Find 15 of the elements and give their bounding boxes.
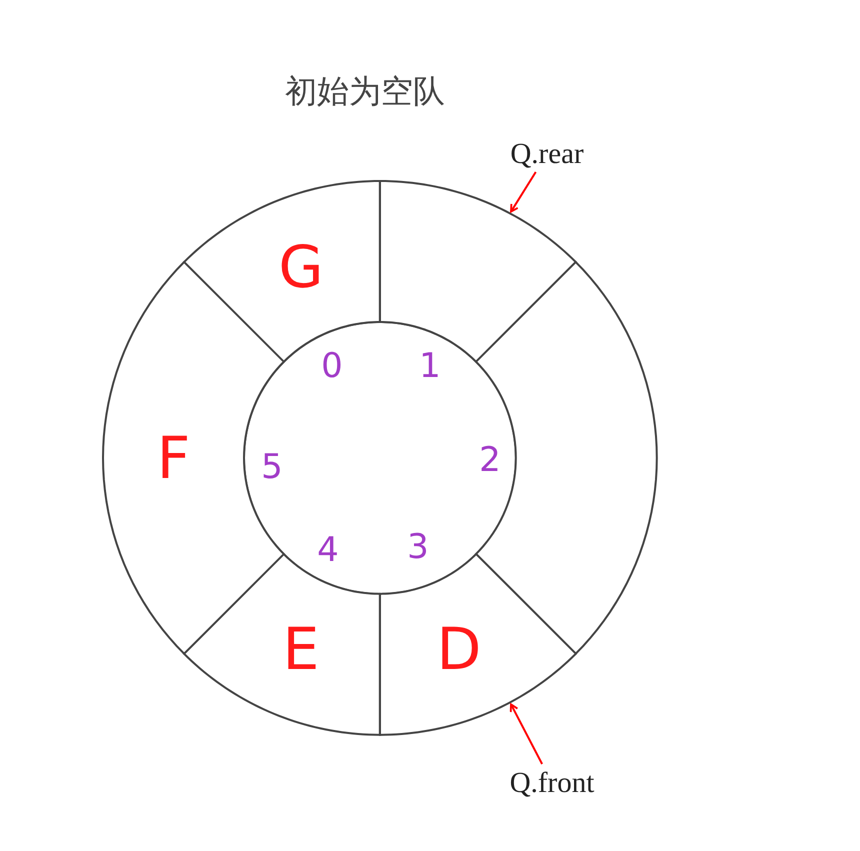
pointer-arrow	[510, 171, 537, 213]
slot-index: 2	[479, 443, 501, 477]
slot-index: 4	[317, 533, 339, 567]
element-letter: G	[278, 238, 324, 296]
slot-index: 1	[419, 349, 441, 383]
pointer-arrow	[510, 703, 543, 764]
pointer-label: Q.rear	[509, 136, 585, 172]
slot-index: 5	[261, 450, 283, 484]
element-letter: D	[436, 620, 482, 678]
slot-index: 3	[407, 530, 429, 564]
title: 初始为空队	[284, 71, 446, 112]
slot-index: 0	[321, 349, 343, 383]
element-letter: E	[282, 620, 320, 678]
pointer-label: Q.front	[508, 766, 596, 800]
element-letter: F	[156, 428, 190, 487]
